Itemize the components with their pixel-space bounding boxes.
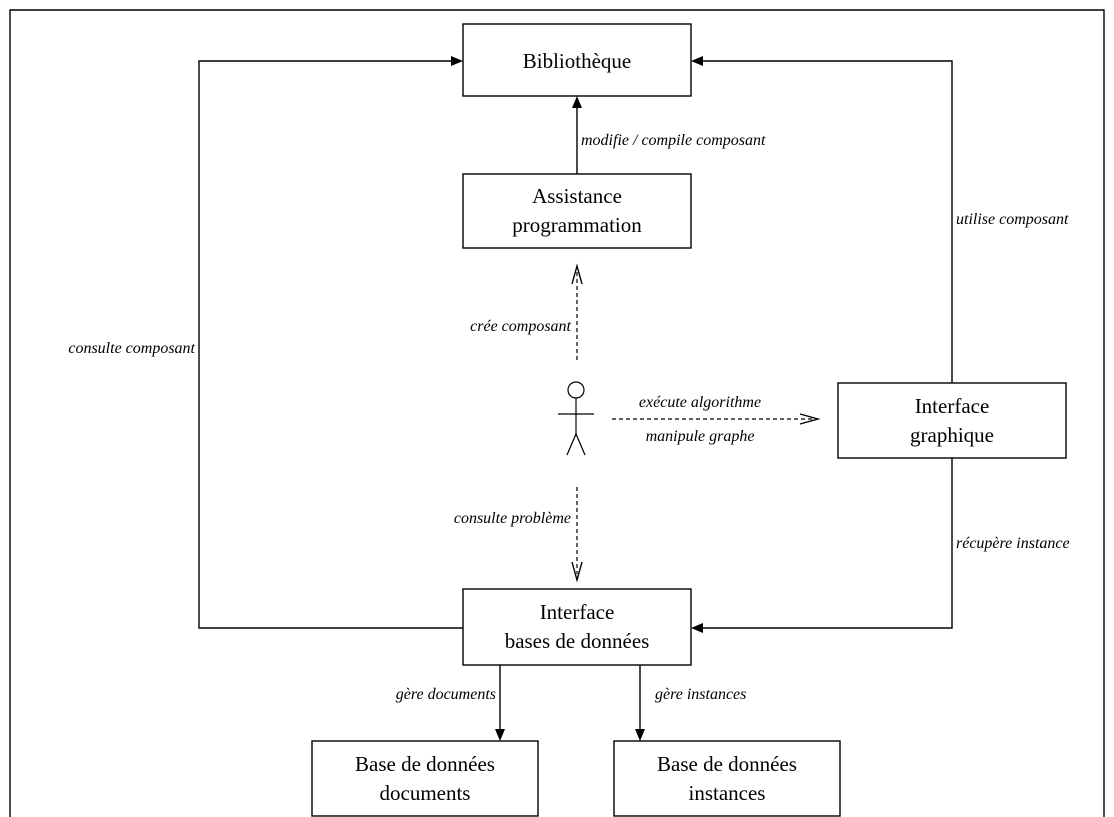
box-bd-documents: Base de données documents [311,740,539,817]
frame-border [9,9,1105,817]
arrow-interface-bd-to-bibliotheque [198,56,463,629]
box-interface-bd-line1: Interface [540,600,615,624]
label-consulte-composant: consulte composant [68,340,195,357]
box-assistance-line1: Assistance [532,184,622,208]
arrow-interface-graphique-to-interface-bd [691,458,953,633]
arrow-to-bd-documents [495,665,505,741]
dashed-arrow-actor-to-interface-bd [571,487,583,583]
box-interface-bases-de-donnees: Interface bases de données [462,588,692,666]
label-execute-algorithme: exécute algorithme [639,394,761,411]
box-interface-graphique-line2: graphique [910,423,994,447]
dashed-arrow-actor-to-assistance [571,263,583,360]
box-bibliotheque: Bibliothèque [462,23,692,97]
label-modifie-compile: modifie / compile composant [581,132,766,149]
box-bd-instances-line1: Base de données [657,752,797,776]
box-assistance-line2: programmation [512,213,642,237]
label-gere-instances: gère instances [655,686,746,703]
box-bd-documents-line1: Base de données [355,752,495,776]
arrow-to-bd-instances [635,665,645,741]
label-gere-documents: gère documents [396,686,496,703]
user-actor-icon [558,381,594,456]
box-bibliotheque-line1: Bibliothèque [523,49,632,73]
label-recupere-instance: récupère instance [956,535,1070,552]
box-assistance-programmation: Assistance programmation [462,173,692,249]
label-utilise-composant: utilise composant [956,211,1069,228]
box-interface-graphique: Interface graphique [837,382,1067,459]
box-interface-graphique-line1: Interface [915,394,990,418]
dashed-arrow-actor-to-interface-graphique [612,413,821,425]
box-bd-instances: Base de données instances [613,740,841,817]
box-bd-instances-line2: instances [689,781,766,805]
box-interface-bd-line2: bases de données [505,629,650,653]
box-bd-documents-line2: documents [380,781,471,805]
label-cree-composant: crée composant [470,318,571,335]
arrow-interface-graphique-to-bibliotheque [691,56,953,383]
arrow-assistance-to-bibliotheque [572,96,582,174]
label-manipule-graphe: manipule graphe [646,428,755,445]
label-consulte-probleme: consulte problème [454,510,571,527]
